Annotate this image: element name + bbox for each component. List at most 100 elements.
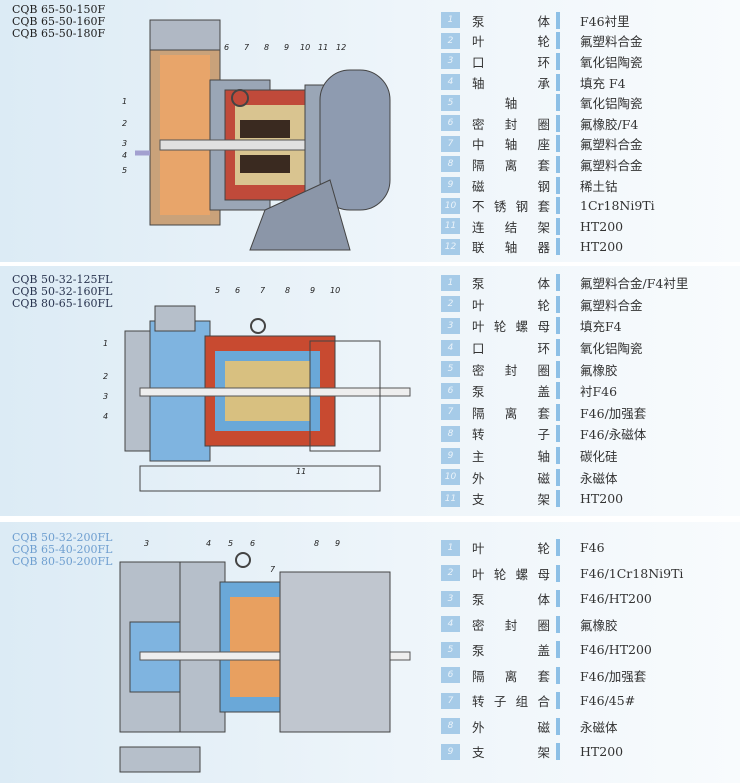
- part-material: F46/HT200: [580, 591, 652, 607]
- divider: [556, 135, 560, 153]
- part-material: F46衬里: [580, 13, 630, 29]
- callout-5: 5: [122, 166, 127, 175]
- part-material: 氧化铝陶瓷: [580, 96, 643, 112]
- part-material: 永磁体: [580, 470, 618, 486]
- part-number-badge: 2: [441, 565, 460, 582]
- part-number-badge: 7: [441, 404, 460, 421]
- part-number-badge: 5: [441, 641, 460, 658]
- part-name: 中 轴 座: [472, 137, 550, 153]
- divider: [556, 564, 560, 582]
- part-material: 氟塑料合金: [580, 137, 643, 153]
- part-material: 氟橡胶/F4: [580, 116, 639, 132]
- callout-labels: 1 2 3 4 5 6 7 8 9 10 11: [103, 286, 340, 476]
- divider: [556, 666, 560, 684]
- part-number-badge: 12: [441, 238, 460, 255]
- part-name: 外 磁: [472, 719, 550, 735]
- callout-2: 2: [122, 119, 127, 128]
- part-name: 叶 轮 螺 母: [472, 566, 550, 582]
- part-number-badge: 8: [441, 718, 460, 735]
- pump-cross-section-diagram: 1 2 3 4 5 6 7 8 9: [119, 539, 411, 773]
- divider: [556, 403, 560, 421]
- part-material: F46/加强套: [580, 405, 647, 421]
- divider: [556, 590, 560, 608]
- divider: [556, 468, 560, 486]
- part-name: 叶 轮: [472, 541, 550, 557]
- callout-5: 5: [228, 539, 233, 548]
- callout-6: 6: [224, 43, 229, 52]
- part-number-badge: 4: [441, 74, 460, 91]
- part-name: 外 磁: [472, 470, 550, 486]
- part-number-badge: 11: [441, 218, 460, 235]
- part-number-badge: 11: [441, 490, 460, 507]
- callout-6: 6: [250, 539, 255, 548]
- part-name: 隔 离 套: [472, 157, 550, 173]
- part-material: 氟塑料合金: [580, 297, 643, 313]
- part-number-badge: 3: [441, 590, 460, 607]
- part-number-badge: 3: [441, 317, 460, 334]
- part-number-badge: 4: [441, 339, 460, 356]
- model-name: CQB 80-50-200FL: [12, 555, 113, 568]
- divider: [556, 360, 560, 378]
- model-name: CQB 50-32-160FL: [12, 285, 113, 298]
- part-number-badge: 6: [441, 115, 460, 132]
- part-name: 密 封 圈: [472, 116, 550, 132]
- callout-7: 7: [244, 43, 250, 52]
- section-cqb-f: CQB 65-50-150F CQB 65-50-160F CQB 65-50-…: [0, 0, 740, 262]
- callout-8: 8: [285, 286, 290, 295]
- divider: [556, 52, 560, 70]
- part-number-badge: 9: [441, 743, 460, 760]
- callout-11: 11: [318, 43, 328, 52]
- callout-8: 8: [264, 43, 269, 52]
- callout-10: 10: [330, 286, 340, 295]
- part-material: 氟塑料合金/F4衬里: [580, 276, 689, 292]
- model-list: CQB 50-32-125FL CQB 50-32-160FL CQB 80-6…: [12, 274, 112, 310]
- divider: [556, 32, 560, 50]
- part-name: 联 轴 器: [472, 240, 550, 256]
- part-name: 磁 钢: [472, 178, 550, 194]
- divider: [556, 295, 560, 313]
- divider: [556, 692, 560, 710]
- divider: [556, 197, 560, 215]
- callout-6: 6: [235, 286, 240, 295]
- part-number-badge: 9: [441, 447, 460, 464]
- part-material: F46/45#: [580, 693, 636, 709]
- part-name: 泵 盖: [472, 643, 550, 659]
- part-name: 口 环: [472, 341, 550, 357]
- part-material: F46/永磁体: [580, 427, 647, 443]
- part-number-badge: 7: [441, 692, 460, 709]
- table-row: 6 密 封 圈 氟橡胶/F4: [441, 113, 655, 134]
- part-name: 不 锈 钢 套: [472, 199, 550, 215]
- divider: [556, 490, 560, 508]
- divider: [556, 73, 560, 91]
- table-row: 10 外 磁 永磁体: [441, 466, 688, 488]
- part-number-badge: 8: [441, 425, 460, 442]
- divider: [556, 94, 560, 112]
- part-number-badge: 3: [441, 53, 460, 70]
- callout-4: 4: [206, 539, 211, 548]
- pump-cross-section-diagram: 1 2 3 4 5 6 7 8 9 10 11 12: [122, 19, 391, 251]
- part-number-badge: 2: [441, 296, 460, 313]
- divider: [556, 274, 560, 292]
- part-material: F46/HT200: [580, 642, 652, 658]
- part-name: 转 子 组 合: [472, 694, 550, 710]
- part-material: HT200: [580, 218, 624, 234]
- section-cqb-fl-large: CQB 50-32-200FL CQB 65-40-200FL CQB 80-5…: [0, 522, 740, 783]
- model-list: CQB 50-32-200FL CQB 65-40-200FL CQB 80-5…: [12, 532, 112, 568]
- part-number-badge: 6: [441, 667, 460, 684]
- part-number-badge: 10: [441, 469, 460, 486]
